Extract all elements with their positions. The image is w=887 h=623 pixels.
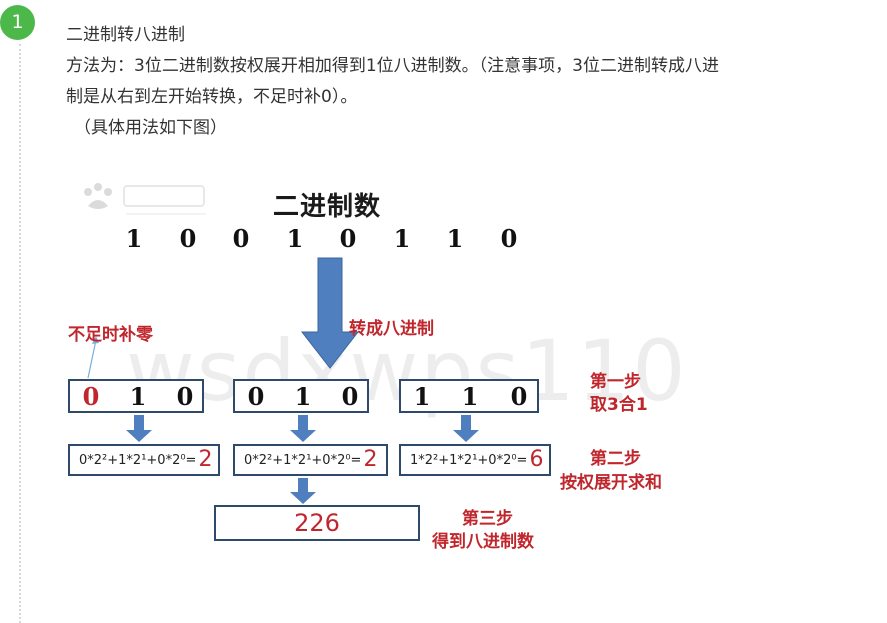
pad-pointer-head [92, 336, 99, 344]
conversion-diagram: wsdxwps110 二进制数 1 0 0 1 0 1 1 0 转成八进制 不足… [66, 172, 696, 582]
step-description: 二进制转八进制 方法为：3位二进制数按权展开相加得到1位八进制数。（注意事项，3… [66, 20, 866, 144]
baidu-logo-watermark [84, 183, 206, 215]
figure-title: 二进制数 [273, 192, 382, 222]
pad-pointer-line [87, 339, 97, 379]
octal-result-box: 226 [214, 505, 420, 541]
bit-group-box-1: 0 1 0 [68, 379, 204, 413]
bit-group-box-2: 0 1 0 [233, 379, 369, 413]
binary-bit: 0 [232, 224, 250, 253]
usage-note: （具体用法如下图） [74, 118, 227, 138]
group-bit: 1 [461, 382, 479, 411]
step2-label-line2: 按权展开求和 [560, 473, 662, 493]
formula-text: 0*2²+1*2¹+0*2⁰= [244, 453, 362, 468]
group-bit: 0 [341, 382, 359, 411]
pad-zero-label: 不足时补零 [68, 325, 153, 345]
group1-arrow [126, 415, 152, 442]
step3-label-line2: 得到八进制数 [432, 532, 534, 552]
formula-text: 1*2²+1*2¹+0*2⁰= [410, 453, 528, 468]
method-text-line-2: 制是从右到左开始转换，不足时补0）。 [66, 87, 358, 107]
group-bit: 1 [413, 382, 431, 411]
group-bit: 0 [176, 382, 194, 411]
diagram-arrows [87, 257, 479, 504]
formula-result: 2 [198, 447, 213, 472]
formula-box-3: 1*2²+1*2¹+0*2⁰=6 [399, 444, 551, 476]
binary-bit: 1 [446, 224, 464, 253]
result-arrow [290, 478, 316, 504]
group-bit: 0 [247, 382, 265, 411]
group-bit: 0 [82, 382, 100, 411]
group3-arrow [453, 415, 479, 442]
bit-group-box-3: 1 1 0 [399, 379, 539, 413]
convert-octal-label: 转成八进制 [349, 319, 434, 339]
formula-result: 2 [363, 447, 378, 472]
step-rail-divider [19, 44, 21, 623]
step1-label-line2: 取3合1 [590, 395, 648, 415]
formula-box-2: 0*2²+1*2¹+0*2⁰=2 [233, 444, 388, 476]
step1-label-line1: 第一步 [590, 372, 641, 392]
binary-bit: 0 [500, 224, 518, 253]
binary-bit: 1 [125, 224, 143, 253]
step-heading: 二进制转八进制 [66, 25, 185, 45]
binary-bits-row: 1 0 0 1 0 1 1 0 [122, 224, 542, 256]
method-text-line-1: 方法为：3位二进制数按权展开相加得到1位八进制数。（注意事项，3位二进制转成八进 [66, 56, 719, 76]
formula-result: 6 [529, 447, 544, 472]
group-bit: 1 [129, 382, 147, 411]
group-bit: 1 [294, 382, 312, 411]
formula-box-1: 0*2²+1*2¹+0*2⁰=2 [68, 444, 220, 476]
main-down-arrow [300, 257, 360, 369]
binary-bit: 0 [179, 224, 197, 253]
binary-bit: 0 [339, 224, 357, 253]
step2-label-line1: 第二步 [590, 449, 641, 469]
binary-bit: 1 [286, 224, 304, 253]
group-bit: 0 [510, 382, 528, 411]
step3-label-line1: 第三步 [462, 509, 513, 529]
binary-bit: 1 [393, 224, 411, 253]
step-number-badge: 1 [0, 5, 35, 40]
formula-text: 0*2²+1*2¹+0*2⁰= [79, 453, 197, 468]
group2-arrow [290, 415, 316, 442]
